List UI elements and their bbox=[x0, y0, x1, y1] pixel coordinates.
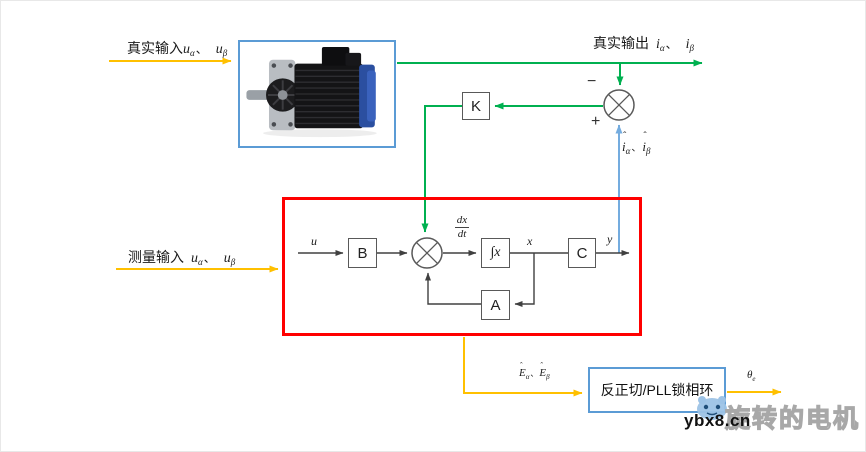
observer-model-frame bbox=[282, 197, 642, 336]
y-signal-label: y bbox=[607, 232, 613, 246]
gain-K-block: K bbox=[462, 92, 490, 120]
sum-junction-observer bbox=[411, 237, 443, 269]
B-matrix-label: B bbox=[357, 244, 368, 262]
wire-x-to-A bbox=[514, 253, 535, 307]
math-var: u bbox=[183, 42, 190, 57]
dxdt-fraction-label: dx dt bbox=[449, 215, 475, 240]
real-input-cn: 真实输入 bbox=[127, 40, 183, 56]
wire-K-to-observer bbox=[421, 105, 462, 233]
A-matrix-label: A bbox=[490, 296, 501, 314]
A-matrix-block: A bbox=[481, 290, 510, 320]
math-var: i bbox=[656, 37, 660, 52]
C-matrix-label: C bbox=[576, 244, 588, 262]
plus-sign: + bbox=[591, 113, 601, 130]
separator: 、 bbox=[203, 251, 216, 265]
integrator-block: ∫x bbox=[481, 238, 510, 268]
gain-K-label: K bbox=[470, 97, 481, 115]
u-signal-label: u bbox=[311, 234, 317, 248]
separator: 、 bbox=[195, 42, 208, 56]
x-signal-label: x bbox=[527, 234, 533, 248]
math-var: i bbox=[685, 37, 690, 52]
wire-A-to-sum bbox=[425, 272, 481, 305]
math-var: u bbox=[191, 251, 198, 266]
real-output-cn: 真实输出 bbox=[593, 35, 649, 51]
motor-body bbox=[294, 63, 364, 129]
C-matrix-block: C bbox=[568, 238, 596, 268]
dt-denominator: dt bbox=[457, 228, 467, 240]
motor-plant-box bbox=[238, 40, 396, 148]
motor-terminal-box bbox=[321, 46, 350, 66]
theta-var: θ bbox=[747, 369, 753, 381]
dx-numerator: dx bbox=[454, 214, 470, 228]
math-var: u bbox=[215, 42, 223, 57]
watermark-logo-icon bbox=[697, 396, 727, 420]
watermark-site-url: ybx8.cn bbox=[684, 411, 751, 430]
wire-emf-to-pll bbox=[463, 337, 583, 397]
separator: 、 bbox=[631, 143, 642, 154]
B-matrix-block: B bbox=[348, 238, 377, 268]
integrator-label: ∫x bbox=[490, 245, 501, 260]
separator: 、 bbox=[530, 369, 539, 378]
math-var: u bbox=[223, 251, 231, 266]
motor-photo bbox=[246, 46, 377, 138]
minus-sign: − bbox=[587, 73, 597, 90]
measured-input-cn: 测量输入 bbox=[128, 249, 184, 265]
sum-junction-top bbox=[603, 89, 635, 121]
separator: 、 bbox=[665, 37, 678, 51]
watermark-brand-text: 旋转的电机 bbox=[724, 404, 861, 433]
pll-label: 反正切/PLL锁相环 bbox=[600, 382, 714, 398]
